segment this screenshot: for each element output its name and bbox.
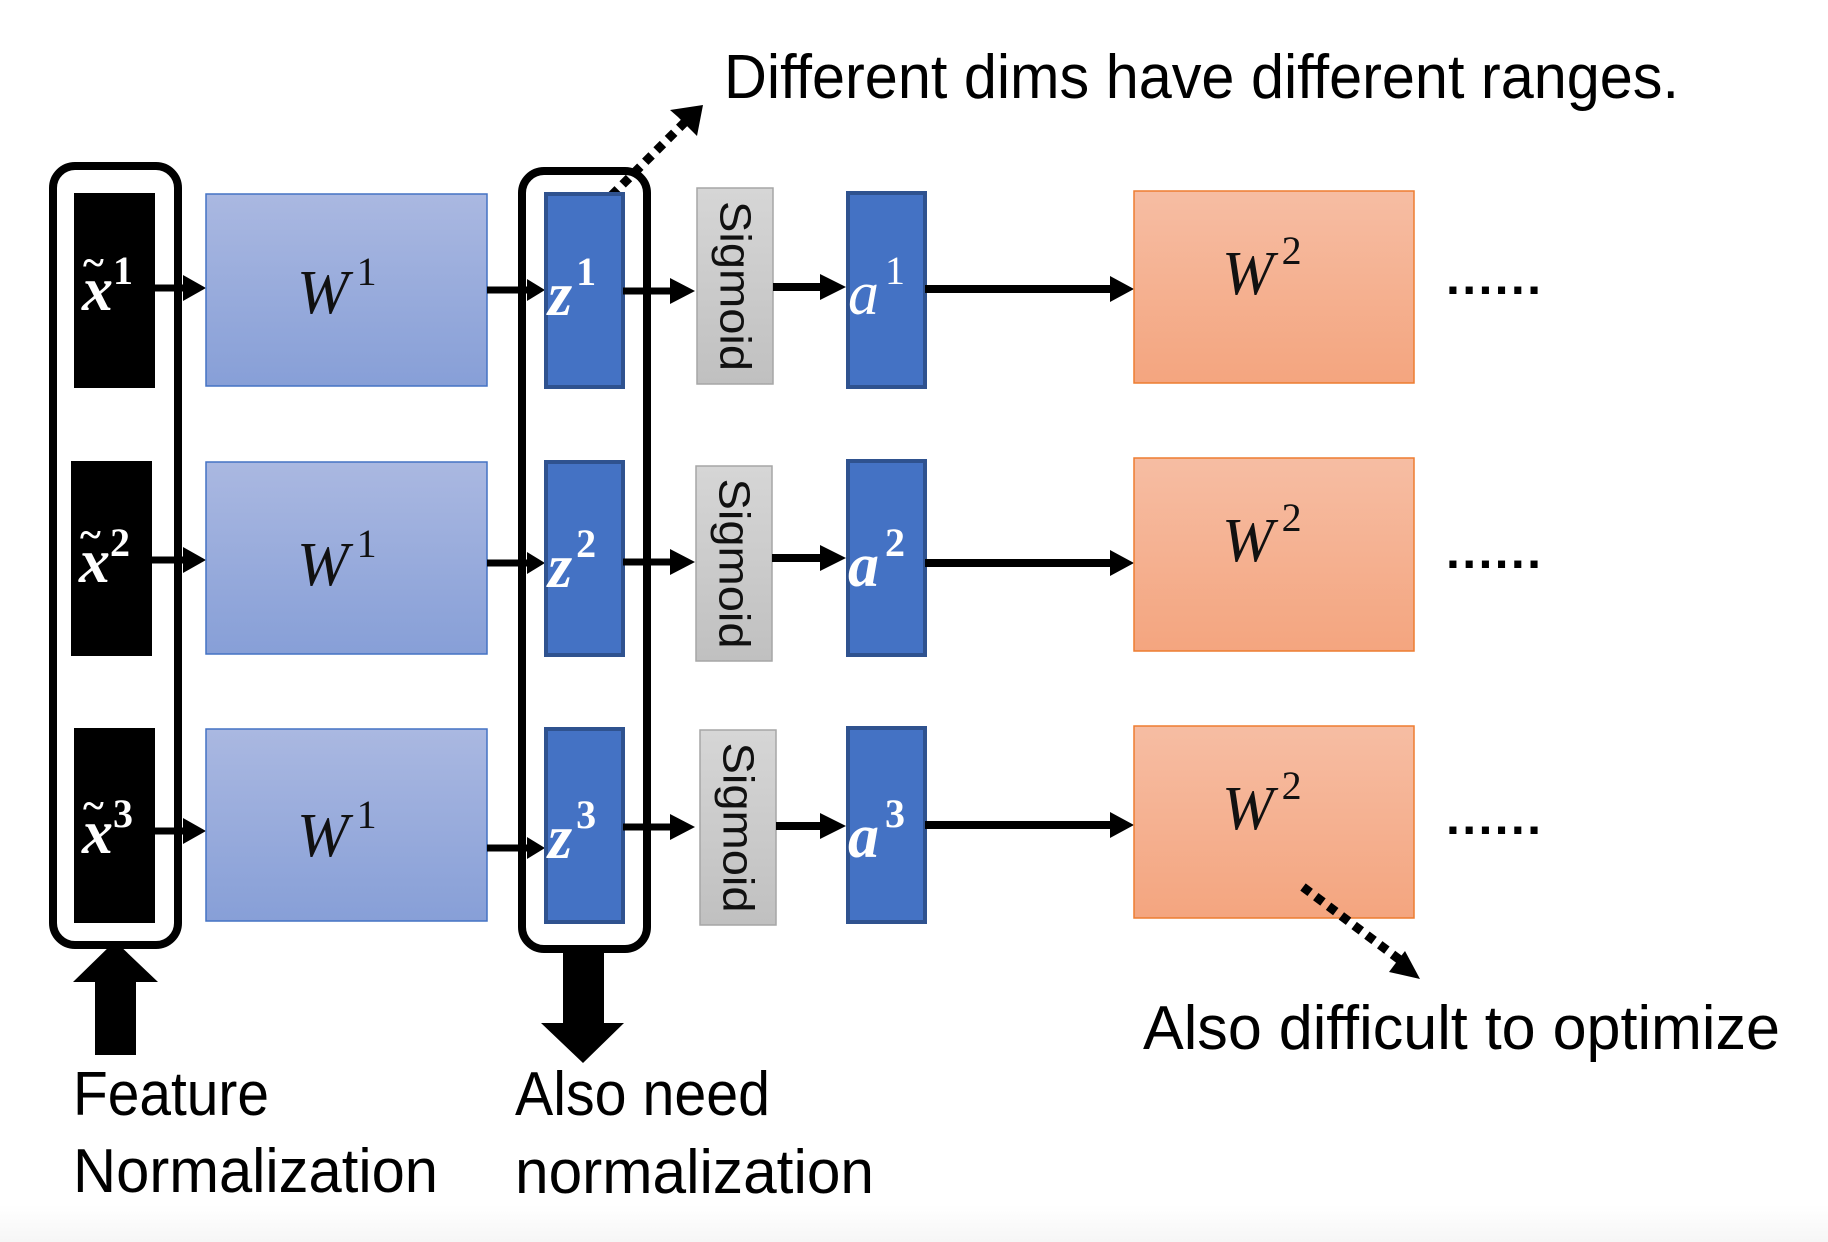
w2-weight-box: [1133, 190, 1415, 384]
feature-normalization-label-line2: Normalization: [73, 1137, 438, 1206]
arrow-head: [1110, 276, 1134, 302]
bottom-right-annotation: Also difficult to optimize: [1143, 994, 1780, 1063]
a-activation-box: [846, 726, 927, 924]
arrow-head: [820, 813, 846, 839]
continuation-ellipsis: ......: [1446, 523, 1541, 579]
arrow-head: [670, 814, 695, 840]
w1-weight-box: [205, 728, 488, 922]
arrow-head: [527, 837, 545, 859]
w2-weight-box: [1133, 457, 1415, 652]
w1-weight-box: [205, 193, 488, 387]
z-preactivation-box: [544, 727, 625, 924]
also-need-normalization-label-line1: Also need: [515, 1060, 770, 1129]
bottom-band: [0, 1205, 1828, 1242]
arrow-head: [527, 279, 545, 301]
down-arrow-icon: [541, 953, 624, 1063]
tilde-accent: ~: [80, 512, 101, 557]
arrow-head: [183, 275, 206, 301]
a-activation-box: [846, 191, 927, 389]
arrow-head: [820, 545, 846, 571]
a-activation-box: [846, 459, 927, 657]
arrow-head: [820, 274, 846, 300]
input-feature-box: [74, 728, 155, 923]
arrow-head: [670, 549, 695, 575]
arrow-head: [1110, 812, 1134, 838]
tilde-accent: ~: [83, 240, 104, 285]
arrow-head: [183, 818, 206, 844]
z-normalization-group-box: [518, 167, 651, 953]
dotted-arrow-head-bottom: [1389, 951, 1420, 979]
sigmoid-activation-box: [699, 729, 777, 926]
feature-normalization-label-line1: Feature: [73, 1060, 269, 1129]
continuation-ellipsis: ......: [1446, 789, 1541, 845]
arrow-head: [1110, 550, 1134, 576]
input-feature-box: [71, 461, 152, 656]
sigmoid-activation-box: [695, 465, 773, 662]
z-preactivation-box: [544, 460, 625, 657]
input-feature-label: x1: [81, 248, 133, 324]
arrow-head: [527, 552, 545, 574]
w1-weight-box: [205, 461, 488, 655]
input-feature-box: [74, 193, 155, 388]
tilde-accent: ~: [83, 783, 104, 828]
input-feature-label: x3: [81, 791, 133, 867]
arrow-head: [670, 278, 695, 304]
sigmoid-label: Sigmoid: [710, 479, 759, 649]
also-need-normalization-label-line2: normalization: [515, 1138, 874, 1207]
sigmoid-label: Sigmoid: [714, 743, 763, 913]
arrow-head: [183, 547, 206, 573]
w2-weight-box: [1133, 725, 1415, 919]
top-annotation: Different dims have different ranges.: [724, 43, 1679, 112]
sigmoid-activation-box: [696, 187, 774, 385]
input-feature-label: x2: [78, 520, 130, 596]
dotted-arrow-head-top: [670, 105, 703, 136]
sigmoid-label: Sigmoid: [711, 201, 760, 371]
dotted-arrow-to-bottom-annotation: [1300, 883, 1403, 964]
continuation-ellipsis: ......: [1446, 249, 1541, 305]
up-arrow-icon: [73, 941, 158, 1055]
